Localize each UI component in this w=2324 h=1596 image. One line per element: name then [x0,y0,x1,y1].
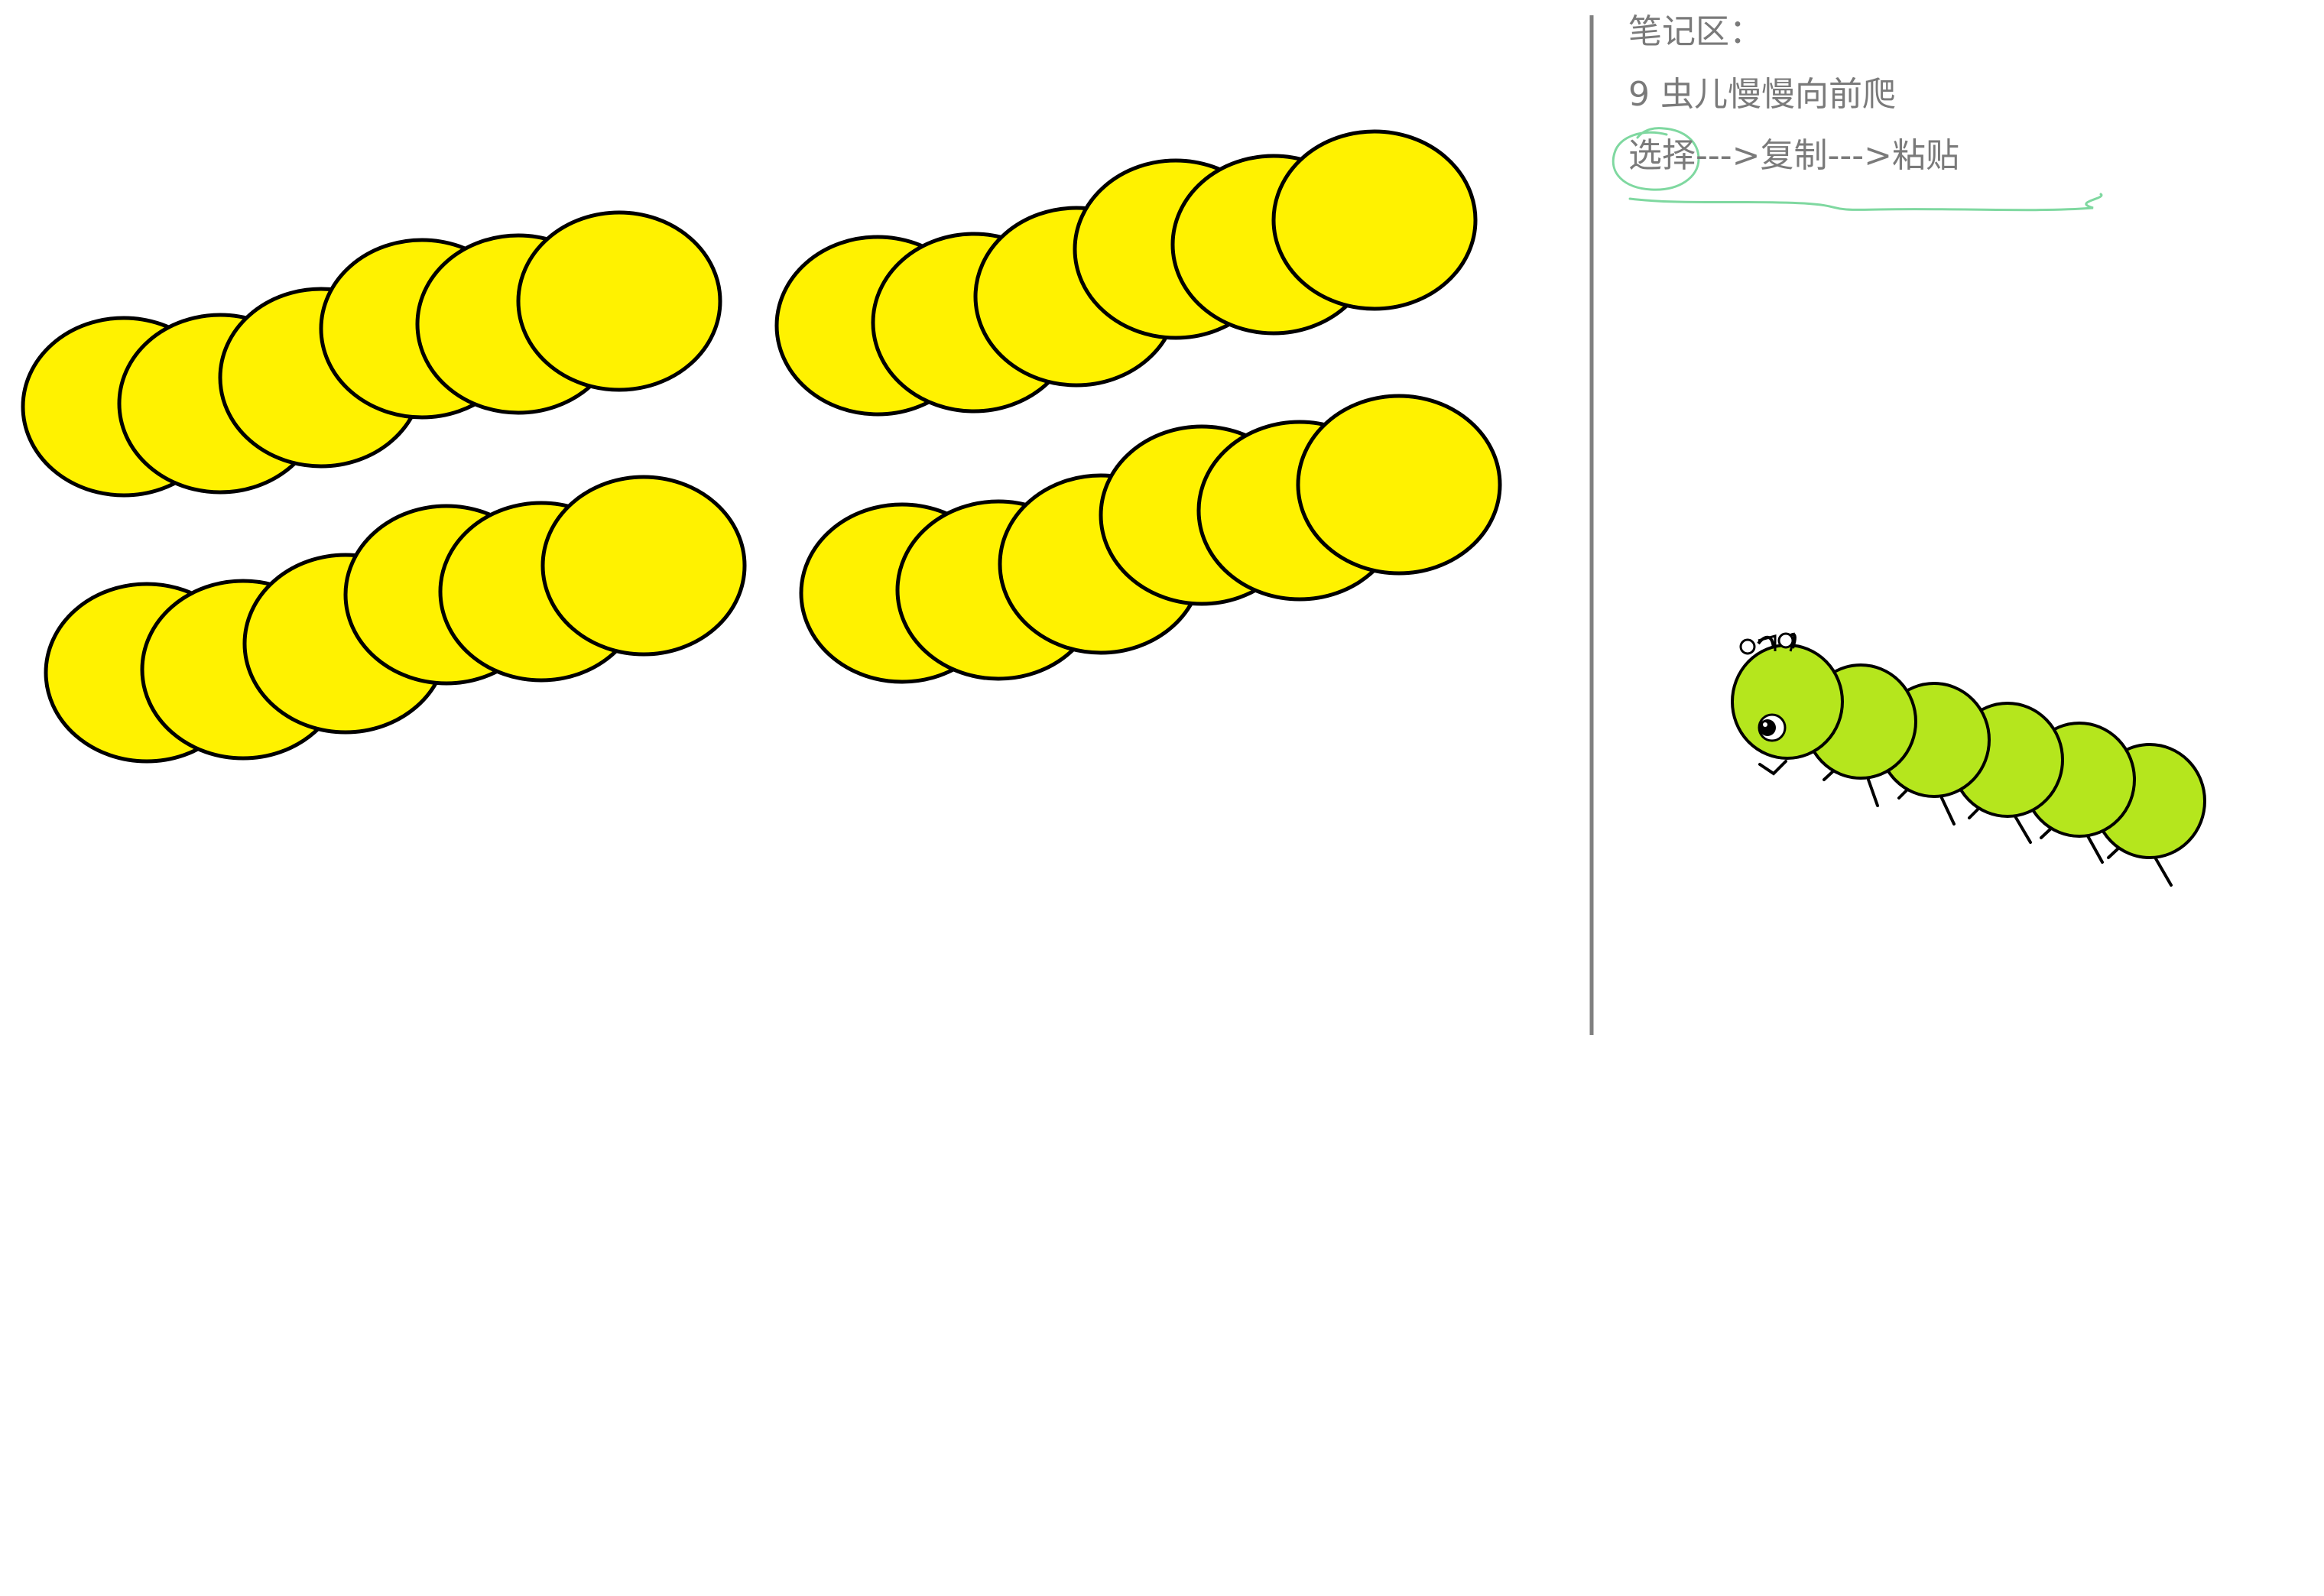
eye-glint [1763,722,1767,727]
mouth [1758,760,1787,776]
notes-title: 笔记区： [1628,12,1763,51]
antenna-tip-right [1777,632,1794,649]
caterpillar-leg [1940,796,1956,826]
notes-line-2: 选择--->复制--->粘贴 [1628,136,1959,175]
annotation-marks [1612,127,2103,212]
yellow-segment [540,475,747,657]
notes-line-1: 9 虫儿慢慢向前爬 [1628,75,1896,114]
yellow-caterpillars [21,129,1502,764]
caterpillar-leg [1867,778,1879,807]
yellow-segment [516,210,722,392]
yellow-caterpillar-2 [774,129,1478,417]
caterpillar-leg [2153,855,2173,887]
green-caterpillar [1731,632,2206,887]
yellow-caterpillar-1 [21,210,722,498]
caterpillar-head [1731,644,1844,760]
antenna-tip-left [1739,638,1756,655]
caterpillar-leg [2085,833,2104,864]
antenna-stalk-left [1758,634,1777,651]
yellow-caterpillar-3 [44,475,747,764]
eye-pupil [1759,719,1776,736]
caterpillar-leg [2014,815,2032,844]
yellow-segment [1296,394,1502,576]
yellow-caterpillar-4 [799,394,1502,684]
highlight-underline-mark [1628,193,2103,212]
yellow-segment [1271,129,1478,311]
highlight-circle-mark [1612,127,1700,191]
